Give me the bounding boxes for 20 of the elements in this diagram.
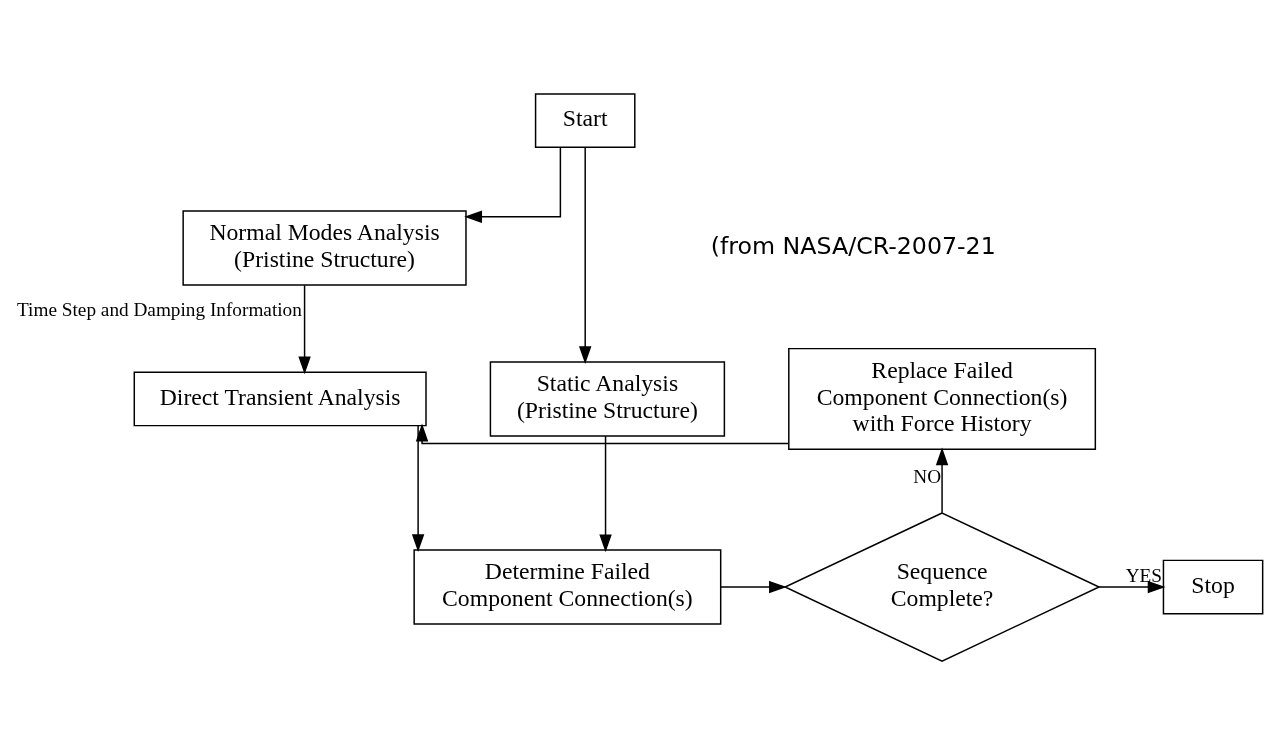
label: (from NASA/CR-2007-21 bbox=[710, 231, 996, 260]
edge-label: YES bbox=[1125, 564, 1163, 586]
node-box: Direct Transient Analysis bbox=[133, 371, 427, 426]
arrow bbox=[720, 580, 787, 593]
arrow bbox=[935, 446, 949, 513]
node-box: Start bbox=[534, 92, 636, 148]
node-diamond: Sequence Complete? bbox=[783, 511, 1101, 662]
arrow bbox=[1098, 580, 1166, 593]
node-box: Determine Failed Component Connection(s) bbox=[413, 548, 722, 625]
node-box: Static Analysis (Pristine Structure) bbox=[489, 360, 726, 437]
node-box: Normal Modes Analysis (Pristine Structure) bbox=[182, 209, 467, 286]
arrow bbox=[298, 284, 311, 374]
node-box: Replace Failed Component Connection(s) with Force History bbox=[788, 347, 1097, 450]
edge-label: Time Step and Damping Information bbox=[17, 298, 302, 320]
arrow bbox=[411, 424, 425, 552]
edge-label: NO bbox=[913, 465, 942, 487]
arrow bbox=[464, 146, 562, 223]
arrow bbox=[578, 146, 592, 364]
node-box: Stop bbox=[1162, 559, 1264, 614]
arrow bbox=[599, 434, 612, 552]
